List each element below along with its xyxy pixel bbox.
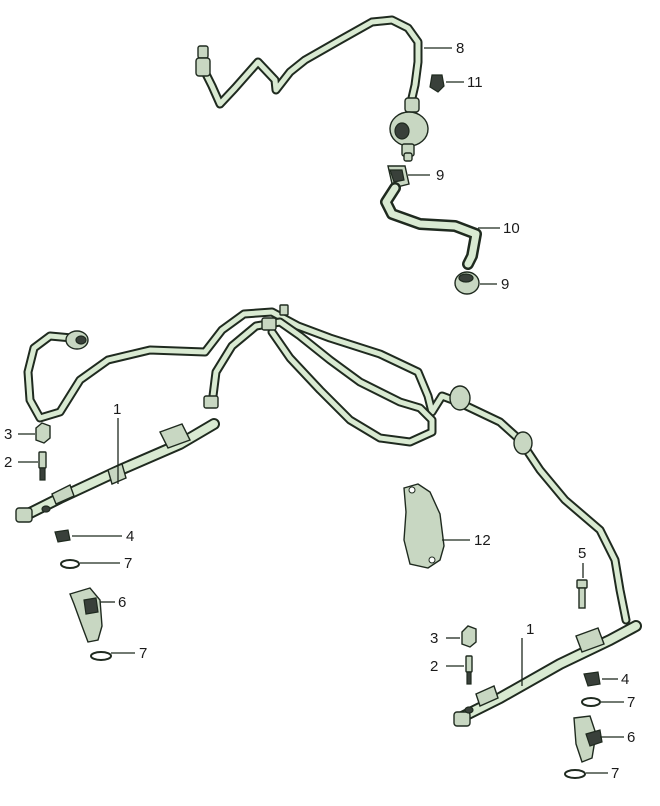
callout-labels: 8 11 9 10 9 1 3 2 4 7 6 7 12 5 1 3 2 4 7… <box>4 40 635 782</box>
callout-9-top: 9 <box>436 167 444 184</box>
left-cap-part <box>35 422 51 444</box>
left-fuel-rail-part <box>15 418 220 523</box>
left-oring-top-part <box>60 559 80 569</box>
callout-7-right-bottom: 7 <box>611 765 619 782</box>
line-connector-1 <box>261 317 277 331</box>
callout-2-right: 2 <box>430 658 438 675</box>
right-cap-part <box>461 625 477 648</box>
callout-6-right: 6 <box>627 729 635 746</box>
left-retainer-clip-part <box>54 529 71 543</box>
line-connector-5 <box>203 395 219 409</box>
leader-lines <box>18 47 624 774</box>
right-oring-top-part <box>581 697 601 707</box>
right-bolt-part <box>576 579 588 609</box>
left-oring-bottom-part <box>90 651 112 661</box>
callout-4-left: 4 <box>126 528 134 545</box>
callout-7-left-bottom: 7 <box>139 645 147 662</box>
line-connector-2 <box>279 304 289 316</box>
callout-12: 12 <box>474 532 491 549</box>
right-retainer-clip-part <box>583 671 601 687</box>
line-elbow-fitting-left <box>65 330 89 350</box>
left-valve-part <box>38 451 47 481</box>
callout-9-bottom: 9 <box>501 276 509 293</box>
left-injector-part <box>69 587 103 643</box>
upper-fuel-line-assembly <box>195 15 482 295</box>
upper-clip-part <box>429 74 445 93</box>
callout-7-left-top: 7 <box>124 555 132 572</box>
hose-clamp-bottom-part <box>454 271 480 295</box>
callout-1-left: 1 <box>113 401 121 418</box>
callout-4-right: 4 <box>621 671 629 688</box>
right-injector-part <box>573 715 603 763</box>
callout-3-right: 3 <box>430 630 438 647</box>
right-oring-bottom-part <box>564 769 586 779</box>
callout-1-right: 1 <box>526 621 534 638</box>
right-valve-part <box>465 655 473 685</box>
bracket-part <box>403 483 445 569</box>
callout-10: 10 <box>503 220 520 237</box>
line-connector-4 <box>513 431 533 455</box>
callout-3-left: 3 <box>4 426 12 443</box>
callout-7-right-top: 7 <box>627 694 635 711</box>
callout-2-left: 2 <box>4 454 12 471</box>
pressure-damper <box>389 97 429 162</box>
main-crossover-lines <box>23 304 631 625</box>
callout-5: 5 <box>578 545 586 562</box>
upper-fuel-line-tube <box>198 15 423 109</box>
upper-line-end-fitting <box>195 45 211 77</box>
right-fuel-rail-part <box>453 620 642 727</box>
callout-6-left: 6 <box>118 594 126 611</box>
callout-8: 8 <box>456 40 464 57</box>
line-connector-3 <box>449 385 471 411</box>
short-hose-part <box>380 182 482 270</box>
callout-11: 11 <box>467 74 483 91</box>
